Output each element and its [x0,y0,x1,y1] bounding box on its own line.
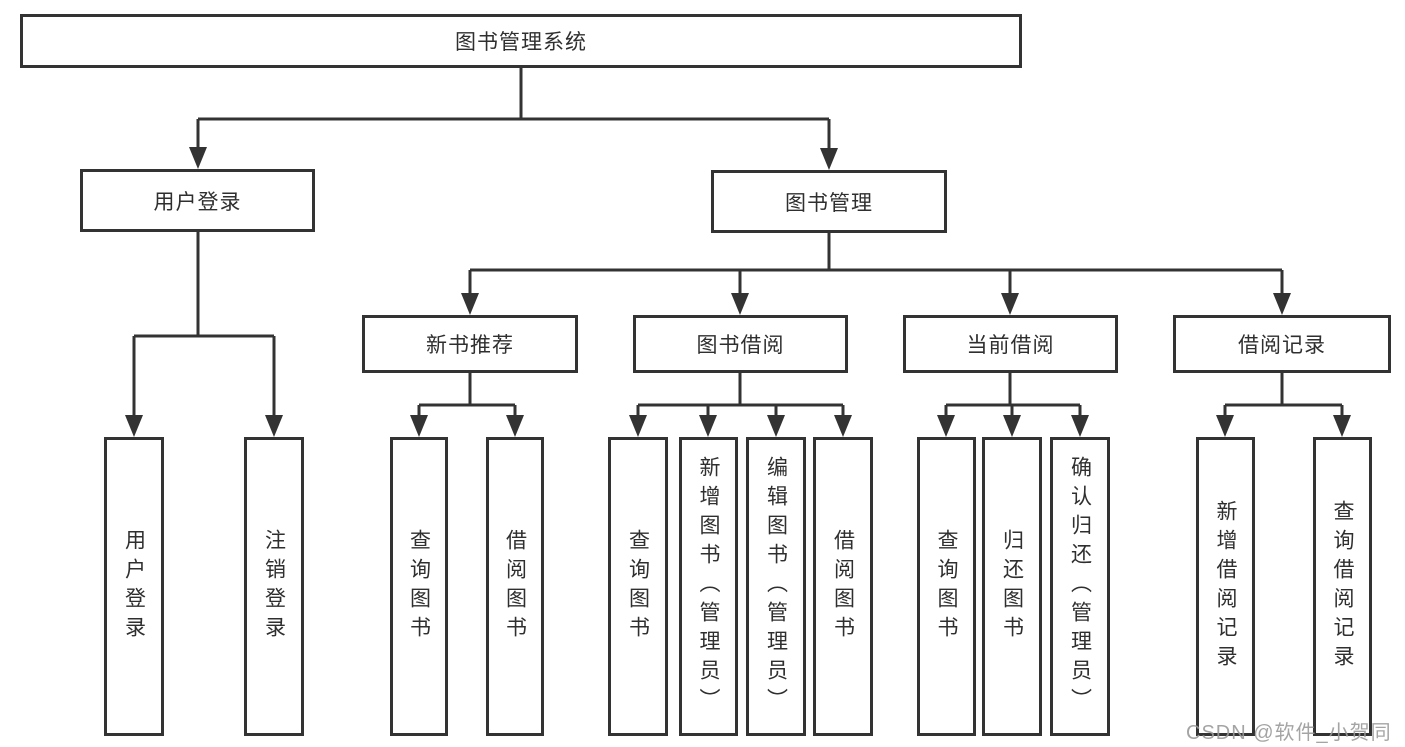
leaf-confirm-return-admin: 确认归还（管理员） [1050,437,1110,736]
leaf-query-borrow-record: 查询借阅记录 [1313,437,1372,736]
leaf-user-login-label: 用户登录 [122,528,146,645]
node-current-borrow: 当前借阅 [903,315,1118,373]
leaf-current-query-books-label: 查询图书 [935,528,958,645]
leaf-add-books-admin: 新增图书（管理员） [679,437,738,736]
leaf-borrow-books: 借阅图书 [813,437,873,736]
leaf-borrow-query-books: 查询图书 [608,437,668,736]
node-book-borrow-label: 图书借阅 [696,334,785,357]
leaf-recommend-borrow-books: 借阅图书 [486,437,544,736]
node-book-borrow: 图书借阅 [633,315,848,373]
leaf-return-books: 归还图书 [982,437,1042,736]
leaf-logout-label: 注销登录 [262,528,286,645]
leaf-logout: 注销登录 [244,437,304,736]
leaf-recommend-query-books: 查询图书 [390,437,448,736]
node-new-book-recommend-label: 新书推荐 [426,334,514,357]
leaf-query-borrow-record-label: 查询借阅记录 [1331,499,1354,674]
leaf-confirm-return-admin-label: 确认归还（管理员） [1068,456,1092,717]
leaf-current-query-books: 查询图书 [917,437,976,736]
node-user-login: 用户登录 [80,169,315,232]
node-current-borrow-label: 当前借阅 [966,334,1055,357]
leaf-recommend-borrow-books-label: 借阅图书 [503,528,527,645]
csdn-watermark: CSDN @软件_小贺同学 [1186,722,1392,744]
leaf-edit-books-admin-label: 编辑图书（管理员） [764,456,788,717]
leaf-add-borrow-record: 新增借阅记录 [1196,437,1255,736]
node-user-login-label: 用户登录 [153,190,242,214]
leaf-borrow-query-books-label: 查询图书 [626,528,650,645]
node-borrow-records-label: 借阅记录 [1238,334,1326,357]
node-library-system: 图书管理系统 [20,14,1022,68]
leaf-user-login: 用户登录 [104,437,164,736]
leaf-edit-books-admin: 编辑图书（管理员） [746,437,806,736]
node-book-management: 图书管理 [711,170,947,233]
node-new-book-recommend: 新书推荐 [362,315,578,373]
leaf-recommend-query-books-label: 查询图书 [407,528,431,645]
node-library-system-label: 图书管理系统 [455,31,587,54]
node-book-management-label: 图书管理 [785,191,873,215]
leaf-add-books-admin-label: 新增图书（管理员） [697,456,720,717]
leaf-add-borrow-record-label: 新增借阅记录 [1214,499,1237,674]
node-borrow-records: 借阅记录 [1173,315,1391,373]
leaf-return-books-label: 归还图书 [1000,528,1024,645]
leaf-borrow-books-label: 借阅图书 [831,528,855,645]
